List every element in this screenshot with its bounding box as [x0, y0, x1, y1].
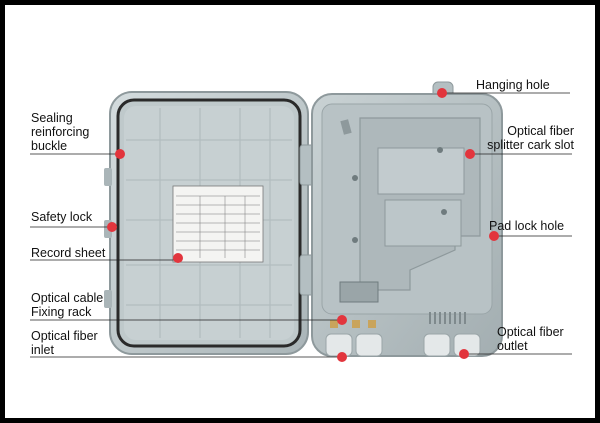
- cable-glands: [325, 333, 481, 357]
- marker-dots: [107, 88, 499, 362]
- marker-sealing-buckle: [115, 149, 125, 159]
- label-line: buckle: [31, 139, 68, 153]
- marker-pad-lock-hole: [489, 231, 499, 241]
- marker-fixing-rack: [337, 315, 347, 325]
- label-optical-fiber-outlet: Optical fiber outlet: [497, 325, 564, 353]
- label-line: outlet: [497, 339, 528, 353]
- label-line: Optical fiber: [31, 329, 98, 343]
- label-line: Optical fiber: [507, 124, 574, 138]
- marker-fiber-outlet: [459, 349, 469, 359]
- label-optical-fiber-splitter-slot: Optical fiber splitter cark slot: [474, 124, 574, 152]
- label-line: Optical cable: [31, 291, 104, 305]
- label-line: reinforcing: [31, 125, 90, 139]
- label-line: Optical fiber: [497, 325, 564, 339]
- leader-lines: [30, 92, 572, 358]
- label-line: splitter cark slot: [487, 138, 574, 152]
- enclosure-body: [311, 81, 503, 357]
- label-optical-cable-fixing-rack: Optical cable Fixing rack: [31, 291, 103, 319]
- marker-safety-lock: [107, 222, 117, 232]
- record-sheet: [172, 185, 264, 263]
- marker-hanging-hole: [437, 88, 447, 98]
- marker-splitter-slot: [465, 149, 475, 159]
- label-line: Fixing rack: [31, 305, 92, 319]
- label-safety-lock: Safety lock: [31, 210, 93, 224]
- brass-terminals: [330, 320, 376, 328]
- fixing-rack-clamp: [339, 281, 379, 303]
- label-record-sheet: Record sheet: [31, 246, 106, 260]
- label-hanging-hole: Hanging hole: [476, 78, 550, 92]
- label-sealing-reinforcing-buckle: Sealing reinforcing buckle: [31, 111, 89, 153]
- cable-comb: [429, 312, 466, 324]
- label-line: Sealing: [31, 111, 73, 125]
- label-optical-fiber-inlet: Optical fiber inlet: [31, 329, 98, 357]
- marker-fiber-inlet: [337, 352, 347, 362]
- label-line: inlet: [31, 343, 54, 357]
- enclosure-door: [104, 91, 309, 355]
- marker-record-sheet: [173, 253, 183, 263]
- splitter-slot-frame: [377, 147, 465, 195]
- label-pad-lock-hole: Pad lock hole: [489, 219, 565, 233]
